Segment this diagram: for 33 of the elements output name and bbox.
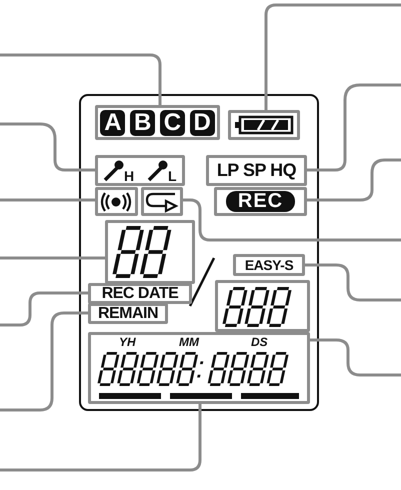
unit-label: YH: [119, 336, 136, 349]
indicator-frame: [141, 187, 183, 216]
indicator-label: LP SP HQ: [206, 155, 307, 186]
leader-line: [0, 292, 88, 326]
leader-line: [0, 122, 95, 172]
leader-line: [307, 84, 401, 172]
leader-line: [0, 54, 162, 105]
mic-sensitivity-label: H: [124, 169, 134, 183]
leader-line: [0, 312, 88, 412]
leader-line: [0, 256, 105, 260]
indicator-frame: [95, 155, 185, 186]
leader-line: [264, 4, 401, 110]
leader-line: [310, 338, 401, 376]
level-meter-drawing: [99, 392, 299, 400]
mode-letter: A: [100, 110, 126, 136]
indicator-frame: [95, 105, 220, 140]
mode-letter: D: [190, 110, 215, 136]
indicator-label: REC DATE: [88, 283, 192, 304]
leader-line: [0, 198, 95, 202]
indicator-label: EASY-S: [233, 254, 305, 276]
unit-label: DS: [251, 336, 268, 349]
rec-indicator: REC: [226, 191, 296, 212]
indicator-frame: [88, 332, 310, 404]
mode-letter: B: [130, 110, 156, 136]
unit-label: MM: [179, 336, 199, 349]
leader-line: [305, 264, 401, 302]
mode-letter: C: [160, 110, 185, 136]
indicator-frame: [228, 110, 300, 140]
mic-sensitivity-label: L: [168, 169, 177, 183]
indicator-label: REMAIN: [88, 303, 168, 324]
indicator-frame: [214, 187, 307, 216]
leader-line: [307, 158, 401, 202]
indicator-frame: [95, 187, 138, 216]
